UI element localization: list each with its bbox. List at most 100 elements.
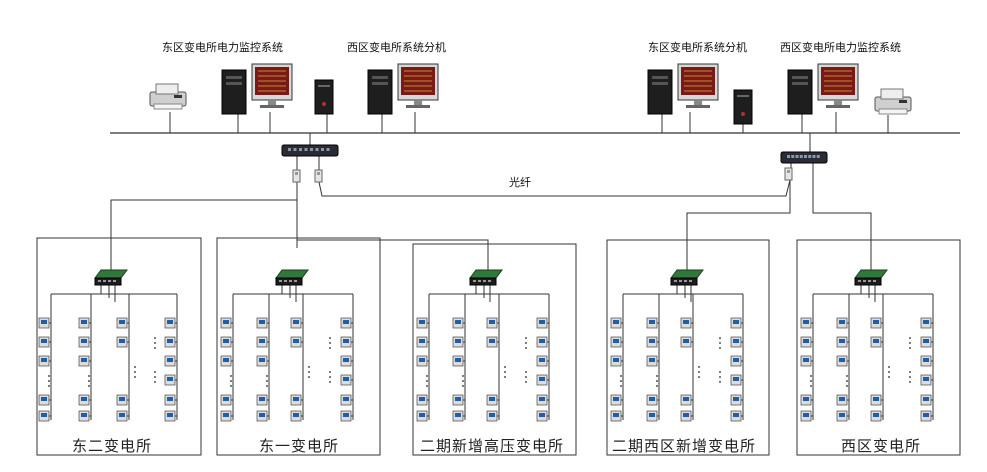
meter-icon <box>164 336 176 348</box>
ellipsis-dot <box>48 375 50 377</box>
meter-icon <box>536 317 548 329</box>
meter-icon <box>800 355 812 367</box>
meter-icon <box>646 410 658 422</box>
ellipsis-dot <box>154 381 156 383</box>
meter-icon <box>920 374 932 386</box>
meter-icon <box>680 394 692 406</box>
meter-icon <box>220 336 232 348</box>
ellipsis-dot <box>329 337 331 339</box>
meter-icon <box>416 355 428 367</box>
meter-icon <box>800 317 812 329</box>
gateway-icon <box>275 269 309 286</box>
box-east-two <box>36 237 202 456</box>
workstation-icon <box>367 63 439 115</box>
ellipsis-dot <box>308 371 310 373</box>
ellipsis-dot <box>656 375 658 377</box>
meter-icon <box>486 317 498 329</box>
ellipsis-dot <box>504 366 506 368</box>
meter-icon <box>836 394 848 406</box>
ellipsis-dot <box>620 380 622 382</box>
meter-icon <box>452 355 464 367</box>
meter-icon <box>536 410 548 422</box>
fiber-converter-icon <box>784 167 793 181</box>
meter-icon <box>340 374 352 386</box>
ellipsis-dot <box>88 385 90 387</box>
meter-icon <box>610 410 622 422</box>
meter-icon <box>730 394 742 406</box>
system-label-west-monitoring: 西区变电所电力监控系统 <box>780 41 901 54</box>
meter-icon <box>610 317 622 329</box>
workstation-icon <box>787 63 859 115</box>
meter-icon <box>800 394 812 406</box>
ellipsis-dot <box>698 366 700 368</box>
ellipsis-dot <box>525 347 527 349</box>
server-icon <box>314 79 334 115</box>
gateway-icon <box>854 269 888 286</box>
ellipsis-dot <box>909 347 911 349</box>
fiber-converter-icon <box>314 169 323 183</box>
printer-icon <box>149 83 187 110</box>
ellipsis-dot <box>719 337 721 339</box>
ellipsis-dot <box>719 342 721 344</box>
meter-icon <box>416 394 428 406</box>
uplink-east-two <box>110 182 298 270</box>
ellipsis-dot <box>846 375 848 377</box>
ellipsis-dot <box>329 381 331 383</box>
ellipsis-dot <box>88 375 90 377</box>
gateway-icon <box>670 269 704 286</box>
ellipsis-dot <box>698 376 700 378</box>
ellipsis-dot <box>48 385 50 387</box>
meter-icon <box>836 410 848 422</box>
ellipsis-dot <box>909 337 911 339</box>
system-label-west-substation-extension: 西区变电所系统分机 <box>347 41 446 54</box>
ellipsis-dot <box>525 342 527 344</box>
ellipsis-dot <box>426 385 428 387</box>
server-icon <box>733 89 753 125</box>
meter-icon <box>38 410 50 422</box>
ellipsis-dot <box>462 375 464 377</box>
meter-icon <box>220 317 232 329</box>
meter-icon <box>256 410 268 422</box>
ellipsis-dot <box>504 376 506 378</box>
ellipsis-dot <box>154 371 156 373</box>
meter-icon <box>290 336 302 348</box>
box-phase2-hv <box>412 243 577 456</box>
meter-icon <box>164 374 176 386</box>
meter-icon <box>78 410 90 422</box>
meter-icon <box>486 410 498 422</box>
meter-icon <box>38 394 50 406</box>
uplink-west <box>812 163 872 272</box>
ellipsis-dot <box>154 342 156 344</box>
ellipsis-dot <box>134 366 136 368</box>
ellipsis-dot <box>462 385 464 387</box>
meter-icon <box>340 355 352 367</box>
ellipsis-dot <box>719 371 721 373</box>
system-label-east-monitoring: 东区变电所电力监控系统 <box>162 41 283 54</box>
ellipsis-dot <box>308 366 310 368</box>
meter-icon <box>220 394 232 406</box>
ellipsis-dot <box>154 337 156 339</box>
ellipsis-dot <box>329 342 331 344</box>
meter-icon <box>416 336 428 348</box>
meter-icon <box>116 410 128 422</box>
monitor-icon <box>677 63 719 108</box>
meter-icon <box>116 394 128 406</box>
meter-icon <box>340 317 352 329</box>
meter-icon <box>536 394 548 406</box>
ellipsis-dot <box>909 376 911 378</box>
ellipsis-dot <box>308 376 310 378</box>
meter-icon <box>452 317 464 329</box>
system-label-east-substation-extension: 东区变电所系统分机 <box>648 41 747 54</box>
ellipsis-dot <box>656 380 658 382</box>
ellipsis-dot <box>230 385 232 387</box>
box-west <box>796 239 961 456</box>
meter-icon <box>78 394 90 406</box>
ellipsis-dot <box>810 375 812 377</box>
ellipsis-dot <box>888 366 890 368</box>
ellipsis-dot <box>525 371 527 373</box>
meter-icon <box>116 317 128 329</box>
meter-icon <box>730 410 742 422</box>
meter-icon <box>730 355 742 367</box>
meter-icon <box>256 336 268 348</box>
monitor-icon <box>251 63 293 108</box>
